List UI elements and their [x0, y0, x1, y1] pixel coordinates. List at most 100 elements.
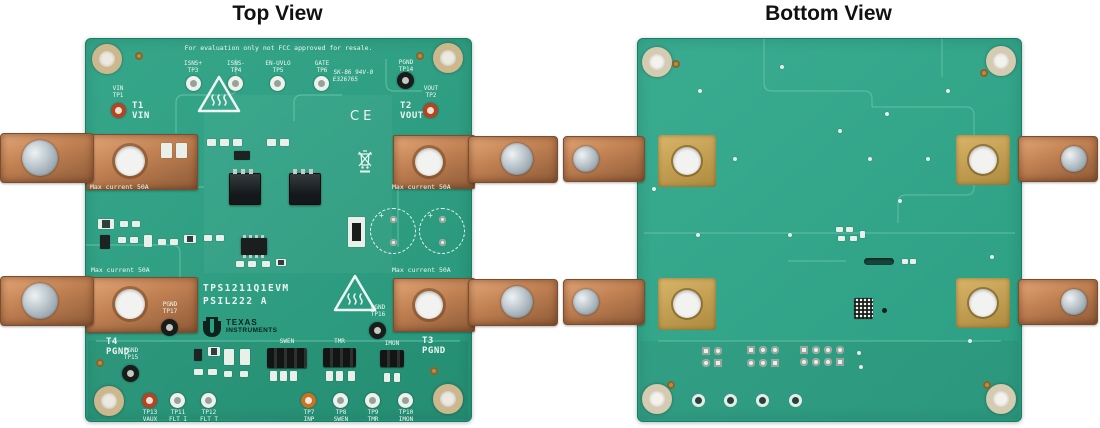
tp-net: INP: [303, 415, 315, 423]
smd-component: [902, 259, 908, 264]
busbar-lug-outer: [1018, 136, 1098, 182]
busbar-lug-pgnd-outer: [0, 276, 94, 326]
jumper-block-imon: [380, 350, 404, 367]
through-hole-pad: [714, 347, 722, 355]
fiducial-via: [416, 52, 424, 60]
terminal-hole: [415, 291, 443, 319]
terminal-id: T3: [422, 336, 434, 346]
smd-component: [280, 139, 289, 146]
via-dot: [652, 187, 656, 191]
mounting-screw: [433, 43, 463, 73]
brand-line1: TEXAS: [226, 318, 258, 327]
test-point-pgnd-right: [369, 322, 386, 339]
cap-pad: [439, 216, 446, 223]
smd-component: [220, 139, 229, 146]
terminal-label-t4: T4 PGND: [106, 337, 130, 358]
terminal-net: VIN: [132, 110, 150, 121]
terminal-pad-back: [658, 278, 716, 330]
terminal-pad-back: [956, 278, 1010, 328]
tp-id: TP7: [303, 409, 315, 416]
through-hole-pad: [836, 358, 844, 366]
tp-net: ISNS+: [183, 60, 203, 67]
tp-net: ISNS-: [226, 60, 246, 67]
tp-net: EN-UVLO: [265, 60, 291, 67]
smd-component: [216, 235, 224, 241]
smd-component: [194, 369, 203, 375]
through-hole-pad: [800, 358, 808, 366]
smd-component: [204, 235, 212, 241]
ul-marking: SK-86 94V-0 E326765: [332, 69, 373, 83]
via-dot: [926, 157, 930, 161]
fiducial-via: [135, 52, 143, 60]
ul-line1: SK-86 94V-0: [333, 69, 374, 76]
test-point-tmr: [365, 393, 380, 408]
terminal-pad-back: [658, 135, 716, 187]
tp-id: TP6: [316, 66, 328, 74]
test-point-imon: [398, 393, 413, 408]
via-dot: [788, 233, 792, 237]
terminal-bolt: [22, 283, 58, 319]
terminal-id: T2: [400, 101, 412, 111]
through-hole-pad: [800, 346, 808, 354]
smd-component: [170, 239, 178, 245]
tp-label-pgnd-mid: PGND TP17: [148, 301, 192, 316]
bottom-view-board: [637, 38, 1022, 422]
tp-label-swen: TP8 SWEN: [321, 409, 361, 424]
mounting-screw: [642, 47, 672, 77]
via-dot: [990, 255, 994, 259]
terminal-hole: [969, 289, 997, 317]
jumper-label-tmr: TMR: [334, 338, 345, 345]
busbar-lug-vout-outer: [468, 136, 558, 183]
terminal-label-t3: T3 PGND: [422, 336, 446, 357]
cap-pad: [439, 239, 446, 246]
test-point-pgnd-left: [122, 365, 139, 382]
smd-component: [262, 261, 270, 267]
smd-component: [161, 143, 172, 158]
smd-component: [118, 237, 126, 243]
terminal-bolt: [501, 286, 533, 318]
tp-id: TP4: [230, 66, 242, 74]
hot-surface-warning-icon: [197, 75, 241, 113]
terminal-hole: [115, 146, 145, 176]
smd-component: [290, 371, 297, 381]
smd-component: [130, 237, 138, 243]
terminal-hole: [673, 147, 701, 175]
mounting-screw: [986, 384, 1016, 414]
test-point-pad-back: [724, 394, 737, 407]
terminal-net: PGND: [106, 346, 130, 357]
terminal-bolt: [1061, 289, 1087, 315]
terminal-bolt: [1061, 146, 1087, 172]
smd-component: [207, 139, 216, 146]
tp-id: TP14: [398, 65, 414, 73]
brand-line2: INSTRUMENTS: [226, 327, 278, 334]
jumper-block-tmr: [323, 348, 356, 367]
smd-component: [208, 347, 220, 356]
terminal-id: T4: [106, 337, 118, 347]
via-dot: [733, 157, 737, 161]
tp-label-pgnd-left: PGND TP15: [109, 347, 153, 362]
ce-mark: CE: [350, 109, 376, 124]
fiducial-via: [672, 60, 680, 68]
smd-component: [240, 349, 250, 365]
test-point-pgnd-top: [397, 72, 414, 89]
smd-component: [234, 151, 250, 160]
smd-component: [233, 139, 242, 146]
terminal-bolt: [573, 289, 599, 315]
via-dot: [698, 89, 702, 93]
tp-label-en-uvlo: EN-UVLO TP5: [256, 60, 300, 75]
mounting-screw: [94, 386, 124, 416]
terminal-pad-pgnd2: [393, 278, 475, 332]
through-hole-pad: [824, 358, 832, 366]
jumper-label-imon: IMON: [384, 340, 400, 347]
mounting-screw: [92, 44, 122, 74]
tp-label-inp: TP7 INP: [289, 409, 329, 424]
tp-id: TP10: [398, 409, 414, 416]
tp-id: TP8: [335, 409, 347, 416]
tp-net: IMON: [398, 415, 414, 423]
smd-component: [910, 259, 916, 264]
board-revision: PSIL222 A: [203, 296, 268, 307]
mounting-screw: [642, 384, 672, 414]
via-dot: [968, 339, 972, 343]
busbar-lug-pgnd2-outer: [468, 279, 558, 326]
tp-net: VAUX: [142, 415, 158, 423]
